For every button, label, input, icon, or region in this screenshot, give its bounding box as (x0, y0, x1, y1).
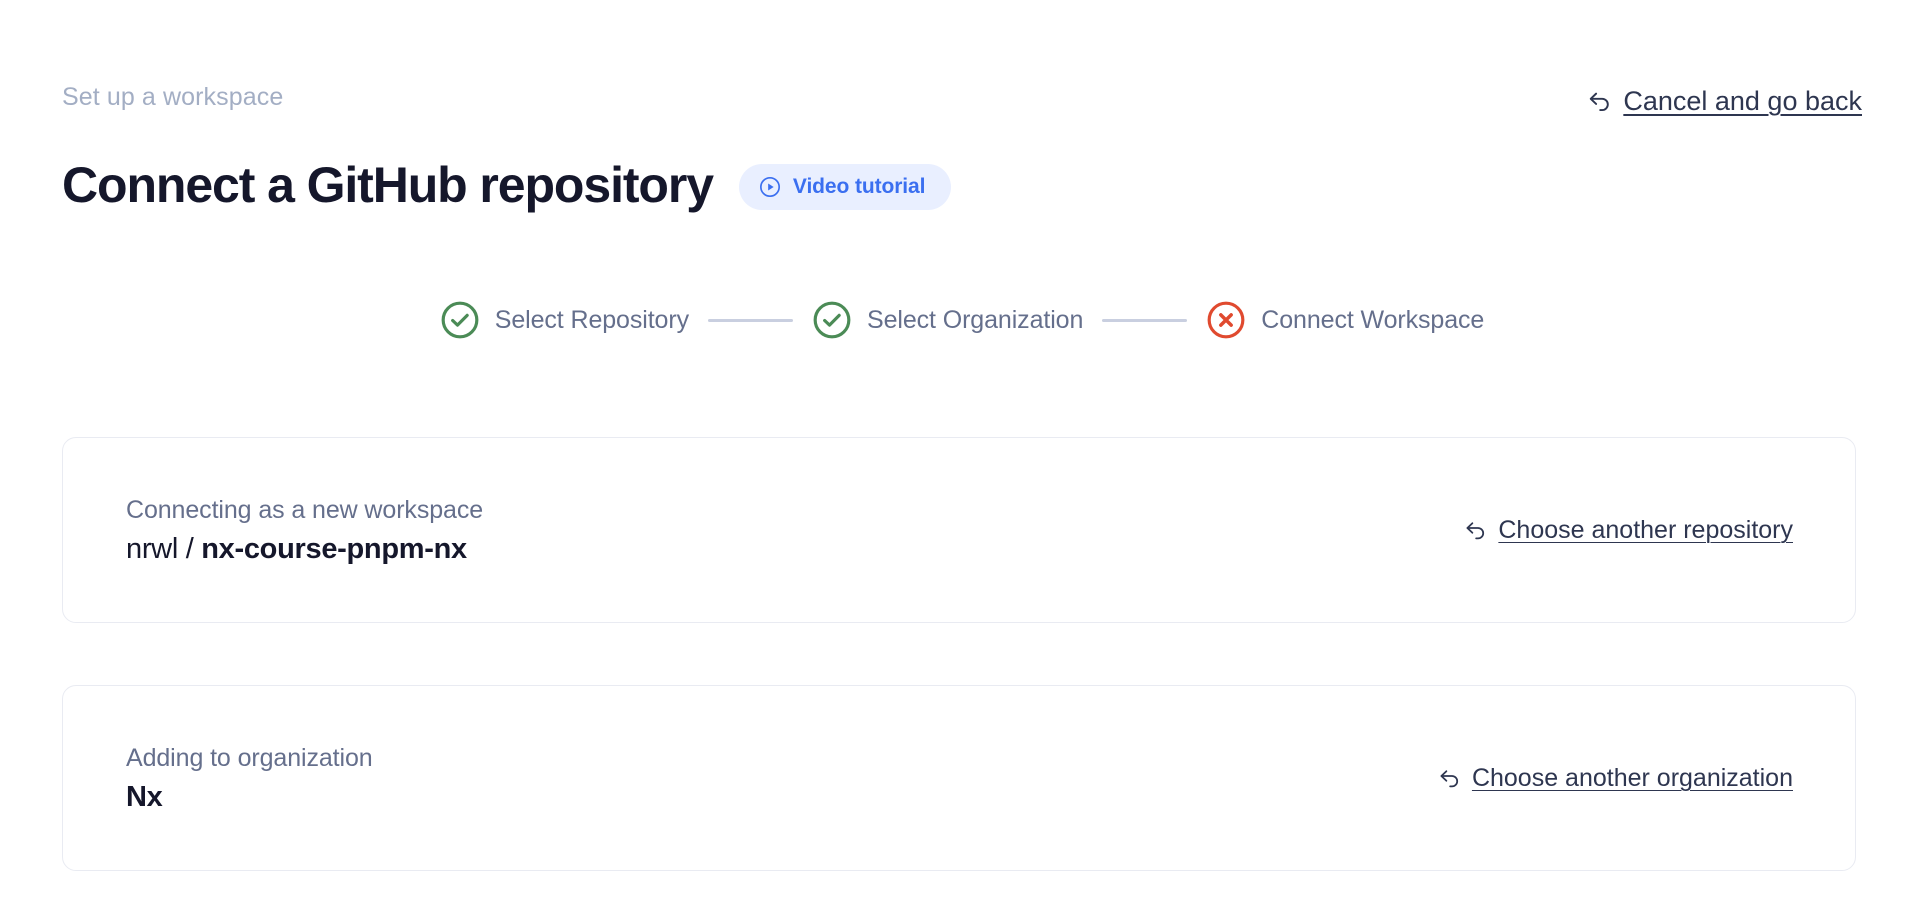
video-tutorial-button[interactable]: Video tutorial (738, 163, 952, 210)
repository-owner: nrwl / (126, 532, 202, 565)
back-arrow-icon (1463, 518, 1488, 543)
repository-caption: Connecting as a new workspace (126, 495, 484, 524)
page-title: Connect a GitHub repository (62, 156, 714, 213)
organization-value: Nx (126, 780, 163, 813)
organization-caption: Adding to organization (126, 743, 373, 772)
choose-another-repository-label: Choose another repository (1498, 516, 1793, 544)
check-circle-icon (812, 300, 852, 340)
step-connector (1102, 318, 1188, 322)
organization-info: Adding to organization Nx (126, 743, 373, 814)
cancel-and-go-back-label: Cancel and go back (1623, 86, 1862, 116)
play-circle-icon (759, 176, 781, 198)
step-connector (708, 318, 793, 322)
choose-another-organization-label: Choose another organization (1471, 764, 1793, 792)
step-label: Connect Workspace (1261, 306, 1485, 334)
progress-stepper: Select Repository Select Organization Co… (0, 300, 1924, 340)
step-connect-workspace[interactable]: Connect Workspace (1206, 300, 1484, 340)
choose-another-repository-link[interactable]: Choose another repository (1463, 515, 1793, 545)
choose-another-organization-link[interactable]: Choose another organization (1437, 763, 1793, 793)
page-header: Set up a workspace Connect a GitHub repo… (62, 82, 1862, 247)
video-tutorial-label: Video tutorial (792, 174, 926, 198)
repository-card: Connecting as a new workspace nrwl / nx-… (62, 437, 1856, 623)
repository-info: Connecting as a new workspace nrwl / nx-… (126, 495, 483, 566)
step-label: Select Repository (494, 306, 689, 334)
title-row: Connect a GitHub repository Video tutori… (62, 122, 1862, 247)
step-select-repository[interactable]: Select Repository (440, 300, 689, 340)
step-select-organization[interactable]: Select Organization (812, 300, 1083, 340)
repository-name: nx-course-pnpm-nx (201, 532, 467, 565)
x-circle-icon (1206, 300, 1246, 340)
check-circle-icon (440, 300, 480, 340)
breadcrumb-eyebrow: Set up a workspace (62, 83, 284, 111)
back-arrow-icon (1437, 766, 1462, 791)
step-label: Select Organization (867, 306, 1084, 334)
cancel-and-go-back-link[interactable]: Cancel and go back (1586, 85, 1862, 117)
repository-value: nrwl / nx-course-pnpm-nx (126, 532, 483, 566)
back-arrow-icon (1586, 88, 1613, 115)
organization-card: Adding to organization Nx Choose another… (62, 685, 1856, 871)
